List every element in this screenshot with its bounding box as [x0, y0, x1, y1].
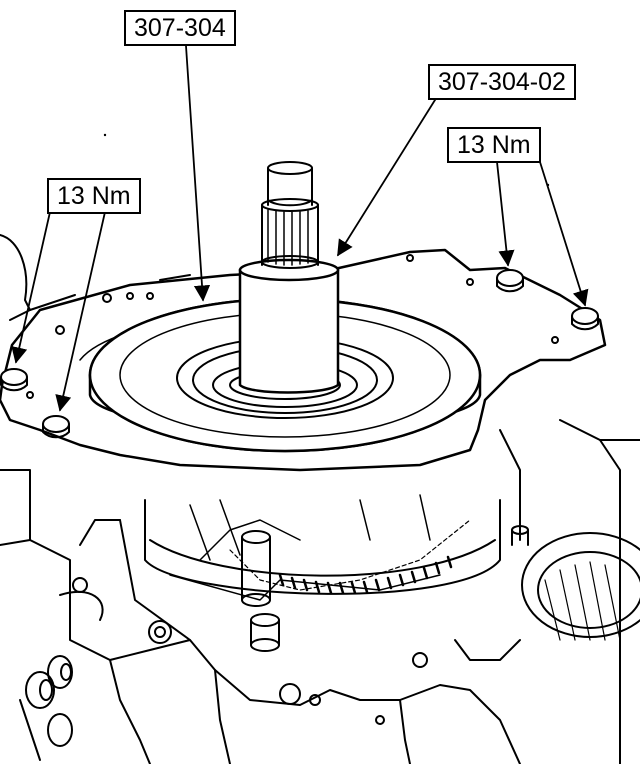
case-upper-left	[0, 234, 191, 321]
case-lugs-left	[19, 655, 73, 761]
tool-adapter-shaft	[238, 161, 340, 394]
callout-torque-right: 13 Nm	[447, 127, 541, 163]
callout-tool-307-304-02: 307-304-02	[428, 64, 576, 100]
leader-13nm-left-b	[55, 211, 106, 412]
leader-lines	[11, 45, 589, 412]
print-speck	[103, 133, 107, 137]
leader-13nm-right-a	[496, 161, 515, 267]
locating-pins	[241, 525, 529, 652]
callout-tool-307-304: 307-304	[124, 10, 236, 46]
output-bore-right	[521, 532, 640, 641]
leader-307-304-02	[337, 91, 441, 257]
leader-13nm-right-b	[539, 161, 589, 307]
cover-bolts	[0, 269, 599, 439]
callout-torque-left: 13 Nm	[47, 178, 141, 214]
leader-307-304	[185, 45, 211, 302]
transmission-case	[0, 419, 640, 764]
gear-set	[144, 494, 501, 601]
leader-13nm-left-a	[11, 211, 51, 364]
